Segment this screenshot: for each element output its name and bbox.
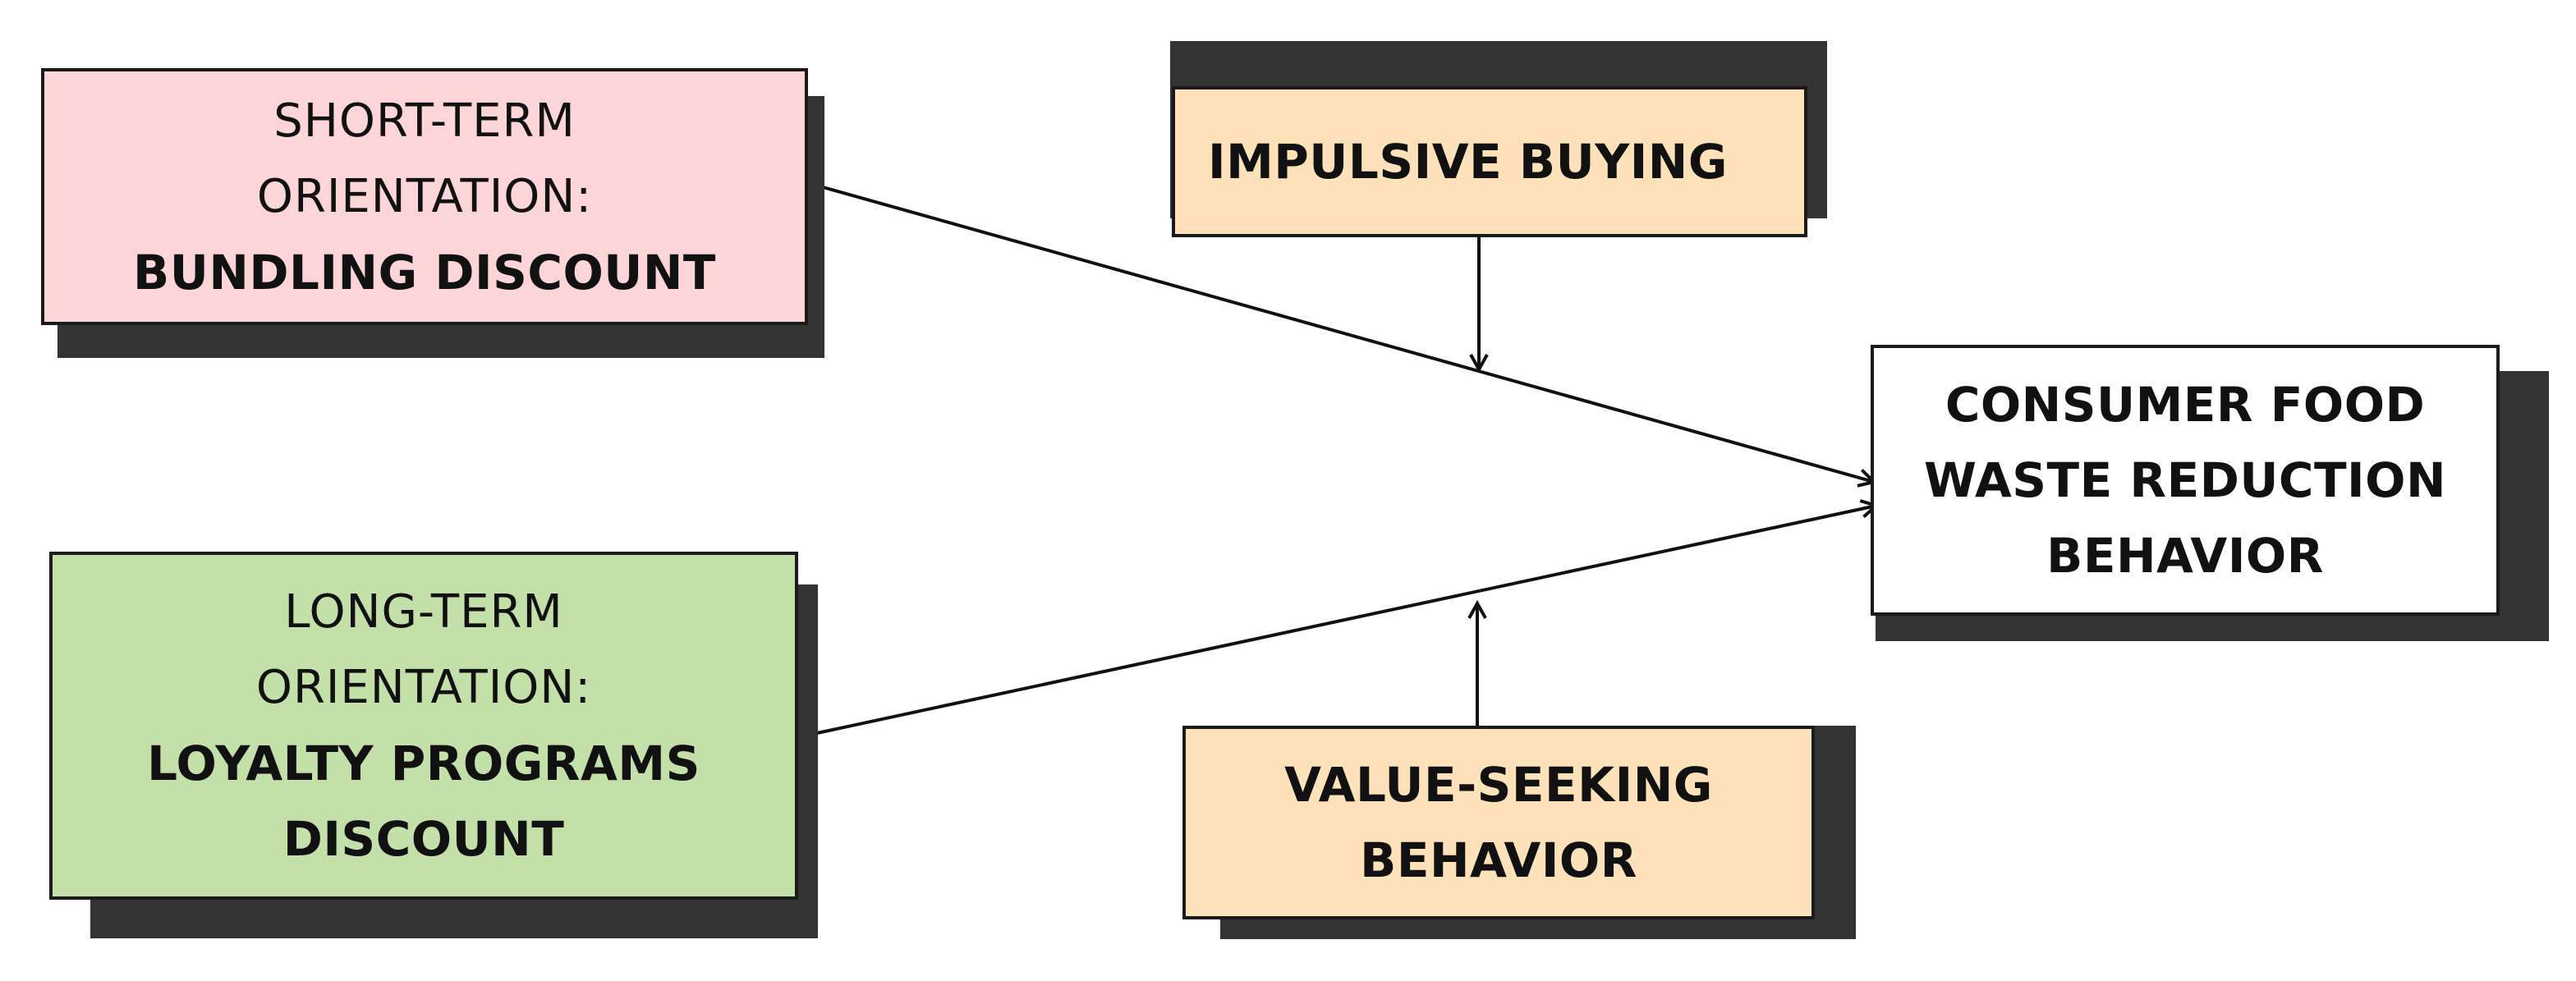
node-impulsive: IMPULSIVE BUYING <box>1172 86 1807 237</box>
node-long-term-wrap: LONG-TERM ORIENTATION: LOYALTY PROGRAMS … <box>49 552 818 938</box>
impulsive-line-1: IMPULSIVE BUYING <box>1208 134 1728 190</box>
value-seeking-line-2: BEHAVIOR <box>1360 832 1637 888</box>
short-term-line-3: BUNDLING DISCOUNT <box>133 244 716 300</box>
outcome-line-3: BEHAVIOR <box>2046 528 2324 584</box>
node-impulsive-wrap: IMPULSIVE BUYING <box>1170 41 1827 237</box>
node-outcome-wrap: CONSUMER FOOD WASTE REDUCTION BEHAVIOR <box>1871 345 2549 641</box>
arrow-long-term-to-outcome <box>816 506 1876 735</box>
outcome-line-2: WASTE REDUCTION <box>1924 452 2446 508</box>
node-value-seeking-wrap: VALUE-SEEKING BEHAVIOR <box>1182 726 1856 939</box>
short-term-line-1: SHORT-TERM <box>273 94 576 148</box>
long-term-line-3: LOYALTY PROGRAMS <box>147 736 700 791</box>
long-term-line-2: ORIENTATION: <box>255 661 592 714</box>
value-seeking-line-1: VALUE-SEEKING <box>1284 757 1713 813</box>
short-term-line-2: ORIENTATION: <box>256 169 593 223</box>
node-long-term: LONG-TERM ORIENTATION: LOYALTY PROGRAMS … <box>49 552 798 900</box>
outcome-line-1: CONSUMER FOOD <box>1945 377 2426 433</box>
long-term-line-1: LONG-TERM <box>284 585 563 639</box>
arrow-short-term-to-outcome <box>822 186 1874 482</box>
node-outcome: CONSUMER FOOD WASTE REDUCTION BEHAVIOR <box>1871 345 2500 616</box>
long-term-line-4: DISCOUNT <box>282 811 565 867</box>
node-short-term: SHORT-TERM ORIENTATION: BUNDLING DISCOUN… <box>41 68 808 325</box>
node-value-seeking: VALUE-SEEKING BEHAVIOR <box>1182 726 1815 919</box>
node-short-term-wrap: SHORT-TERM ORIENTATION: BUNDLING DISCOUN… <box>41 68 824 358</box>
